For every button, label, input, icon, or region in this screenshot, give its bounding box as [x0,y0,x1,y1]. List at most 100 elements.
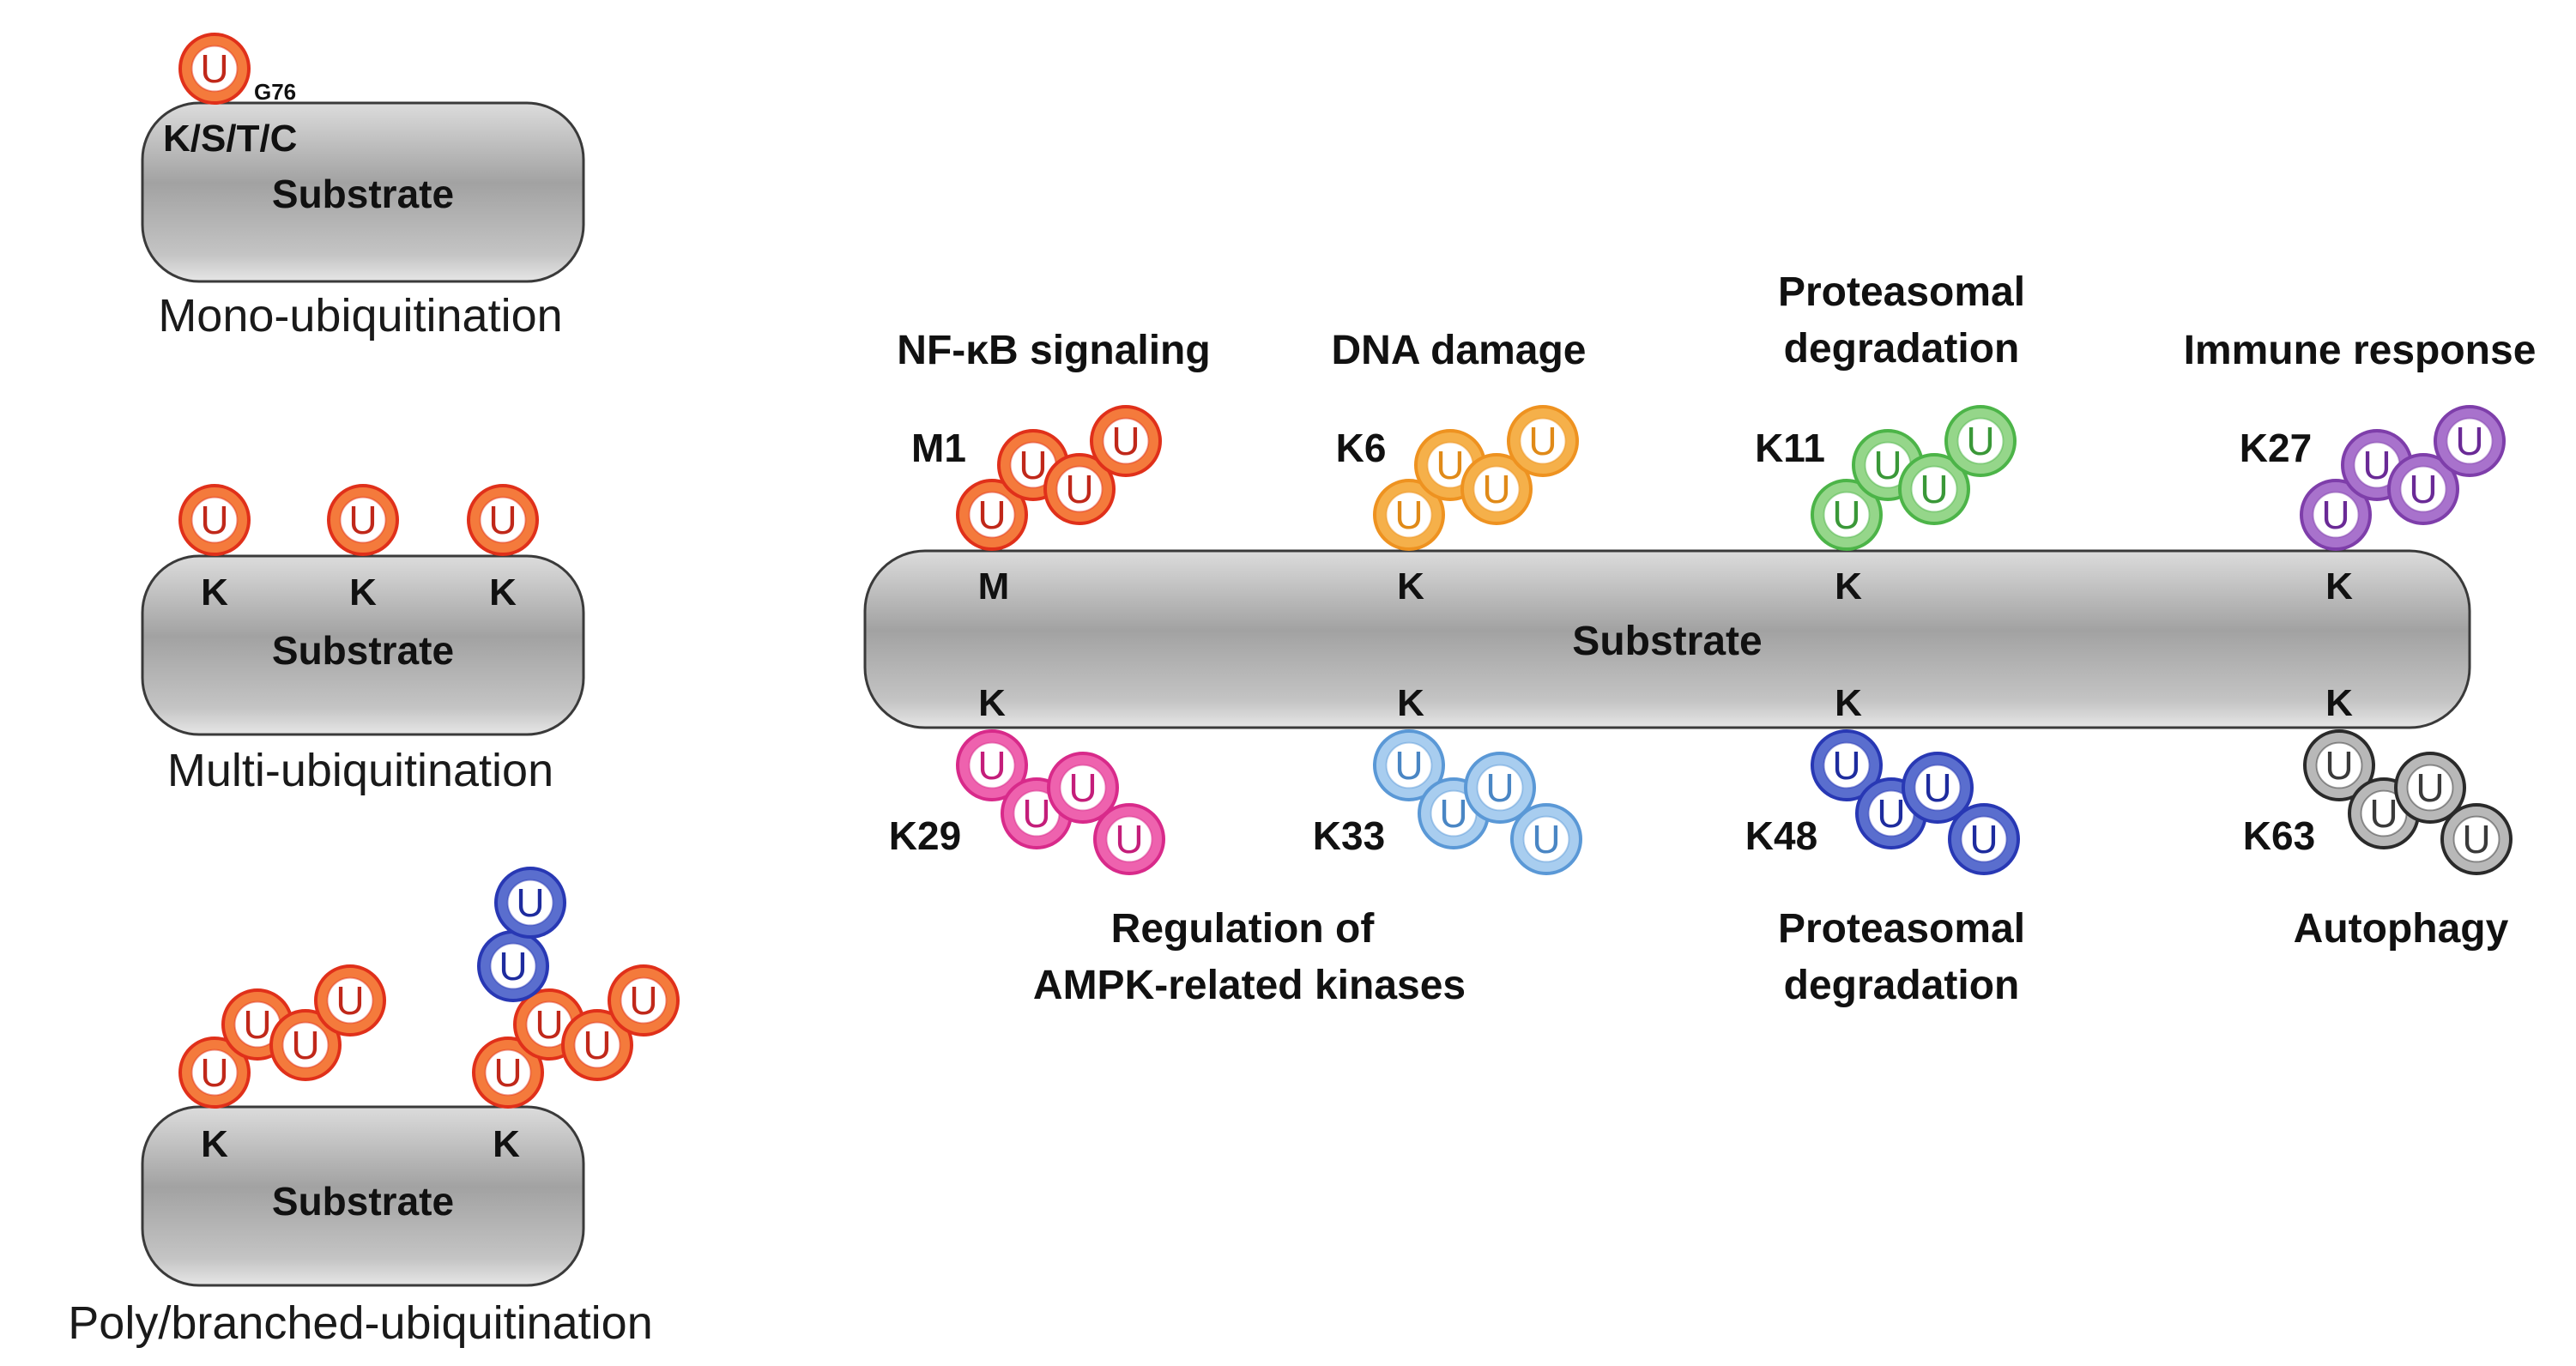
poly-caption: Poly/branched-ubiquitination [68,1297,652,1349]
ubiquitin-poly-right-3: U [561,1009,633,1081]
site-top-m1: M [978,565,1010,607]
ubiquitin-chain-k27-3: U [2387,453,2459,525]
ubiquitin-chain-k6-4: U [1507,405,1579,477]
svg-text:U: U [977,493,1006,537]
substrate-main [863,549,2471,729]
svg-text:U: U [200,498,228,542]
svg-text:U: U [629,978,657,1023]
linkage-label-k29: K29 [889,813,961,858]
svg-text:U: U [1394,493,1423,537]
svg-text:U: U [1832,743,1860,788]
svg-text:U: U [1966,419,1994,463]
svg-text:U: U [1920,467,1948,511]
svg-text:U: U [488,498,517,542]
svg-text:U: U [516,880,544,925]
site-bottom-k48: K [1835,682,1862,724]
substrate-mono [141,101,585,283]
multi-site-1: K [201,571,228,613]
svg-text:U: U [243,1002,271,1047]
svg-text:U: U [2455,419,2483,463]
function-k48-line1: Proteasomal [1778,906,2025,952]
linkage-label-k33: K33 [1313,813,1385,858]
svg-text:U: U [1111,419,1140,463]
ubiquitin-chain-k11-1: U [1811,479,1883,551]
svg-text:U: U [1115,817,1143,861]
panel-linkage-types: Substrate M K K K K K K K NF-κB signalin… [863,269,2536,1008]
svg-text:U: U [1832,493,1860,537]
site-bottom-k29: K [978,682,1006,724]
svg-text:U: U [291,1023,319,1067]
svg-text:U: U [2321,493,2349,537]
ubiquitin-chain-k48-3: U [1902,752,1974,824]
svg-text:U: U [2325,743,2353,788]
svg-text:U: U [2362,443,2391,487]
svg-text:U: U [1065,467,1093,511]
ubiquitin-chain-k6-3: U [1460,453,1533,525]
site-top-k6: K [1397,565,1424,607]
linkage-label-k11: K11 [1755,426,1825,470]
mono-residue-label: G76 [254,79,296,105]
site-bottom-k33: K [1397,682,1424,724]
svg-text:U: U [1528,419,1557,463]
ubiquitin-chain-k27-1: U [2300,479,2372,551]
ubiquitin-mono-1: U [178,33,251,105]
linkage-label-k63: K63 [2243,813,2315,858]
ubiquitin-poly-right-1: U [472,1037,544,1109]
function-k48-line2: degradation [1784,963,2020,1008]
svg-text:U: U [499,944,527,988]
site-bottom-k63: K [2325,682,2353,724]
poly-site-1: K [201,1123,228,1165]
svg-text:U: U [2416,765,2444,810]
substrate-label-main: Substrate [1572,619,1762,664]
function-k11-line1: Proteasomal [1778,269,2025,315]
function-k63: Autophagy [2294,906,2509,952]
svg-text:U: U [2369,791,2398,836]
poly-site-2: K [493,1123,520,1165]
ubiquitin-chain-k11-4: U [1944,405,2017,477]
ubiquitin-chain-m1-3: U [1043,453,1116,525]
svg-text:U: U [336,978,364,1023]
ubiquitin-chain-k33-1: U [1373,729,1445,801]
svg-text:U: U [1436,443,1464,487]
svg-text:U: U [583,1023,611,1067]
svg-text:U: U [1923,765,1951,810]
substrate-poly [141,1105,585,1287]
substrate-label-mono: Substrate [272,172,454,216]
ubiquitin-chain-k33-3: U [1464,752,1536,824]
multi-site-3: K [489,571,517,613]
site-top-k11: K [1835,565,1862,607]
svg-text:U: U [1877,791,1905,836]
ubiquitin-chain-k6-1: U [1373,479,1445,551]
function-m1: NF-κB signaling [897,328,1210,373]
mono-site-label: K/S/T/C [163,118,297,160]
svg-text:U: U [1439,791,1467,836]
substrate-label-multi: Substrate [272,628,454,673]
svg-text:U: U [1022,791,1050,836]
linkage-label-k27: K27 [2240,426,2312,470]
svg-text:U: U [1019,443,1047,487]
ubiquitin-chain-k63-1: U [2303,729,2375,801]
linkage-label-k48: K48 [1745,813,1817,858]
ubiquitin-poly-left-1: U [178,1037,251,1109]
linkage-label-k6: K6 [1336,426,1387,470]
svg-text:U: U [977,743,1006,788]
ubiquitin-chain-k63-3: U [2394,752,2466,824]
function-k6: DNA damage [1332,328,1587,373]
svg-text:U: U [2409,467,2437,511]
function-k29-k33-line1: Regulation of [1111,906,1376,952]
ubiquitin-chain-k63-4: U [2440,803,2513,875]
ubiquitin-chain-k29-3: U [1047,752,1119,824]
ubiquitin-multi-1: U [178,484,251,556]
substrate-label-poly: Substrate [272,1179,454,1224]
ubiquitin-poly-branch-1: U [477,930,549,1002]
ubiquitin-multi-3: U [467,484,539,556]
ubiquitin-chain-k11-3: U [1898,453,1970,525]
site-top-k27: K [2325,565,2353,607]
ubiquitin-chain-m1-1: U [956,479,1028,551]
svg-text:U: U [200,1050,228,1095]
